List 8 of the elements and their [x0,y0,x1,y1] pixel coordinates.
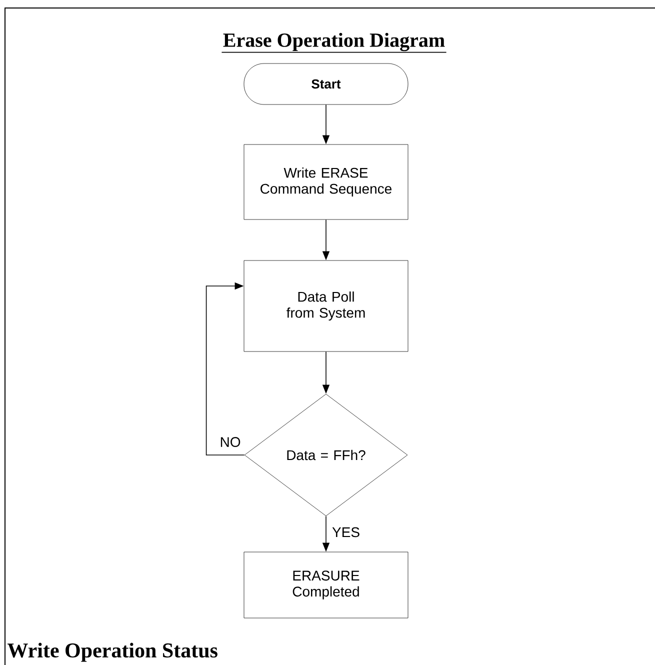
title: Erase Operation Diagram [221,32,447,53]
section-heading: Write Operation Status [8,642,218,662]
process-box: Write ERASE Command Sequence [244,144,408,220]
arrow [206,282,245,456]
edge-label: YES [331,526,361,538]
process-box: Data Poll from System [244,260,408,352]
process-box: ERASURE Completed [244,552,408,618]
edge-label: NO [218,436,242,448]
